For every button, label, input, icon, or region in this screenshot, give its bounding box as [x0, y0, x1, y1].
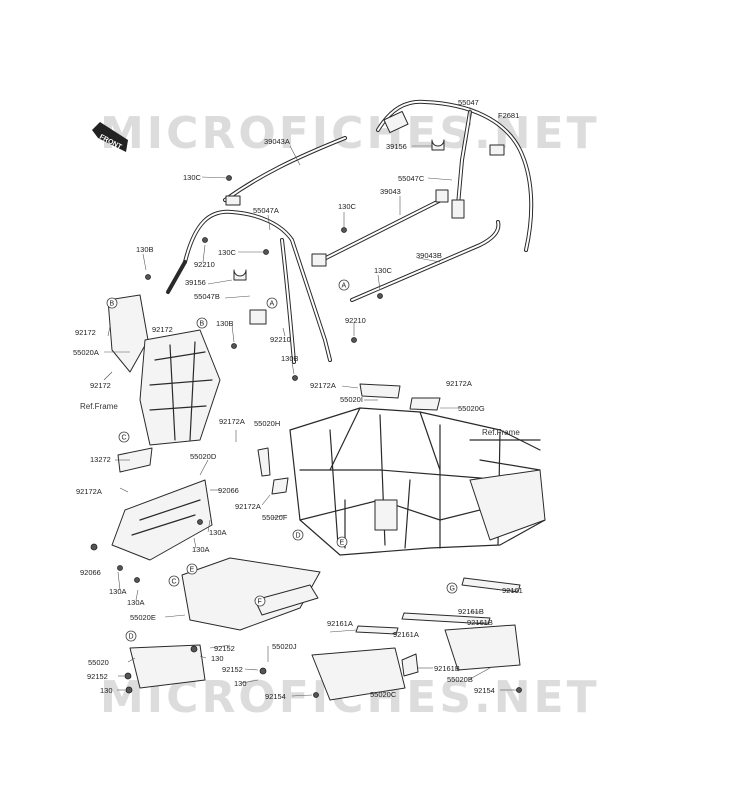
part-label: 92172A [446, 379, 472, 388]
part-label: 130 [234, 679, 247, 688]
part-label: 55020B [447, 675, 473, 684]
skid-plates [90, 479, 522, 701]
part-label: 55020A [73, 348, 99, 357]
callout-g-label: G [450, 586, 455, 593]
part-label: 130C [338, 202, 357, 211]
part-label: 130 [100, 686, 113, 695]
callout-c-1 [118, 431, 130, 443]
part-label: 39156 [185, 278, 206, 287]
part-label: 55020C [370, 690, 397, 699]
part-label: 55020D [190, 452, 217, 461]
part-label: 39043B [416, 251, 442, 260]
part-label: 130C [183, 173, 202, 182]
main-frame [257, 383, 546, 556]
part-label: 130C [374, 266, 393, 275]
part-label: 92210 [345, 316, 366, 325]
leader-lines [103, 107, 516, 697]
part-label: 92172 [75, 328, 96, 337]
callout-b-1 [106, 297, 118, 309]
callout-e-2 [186, 563, 198, 575]
part-label: 13272 [90, 455, 111, 464]
part-label: 55047 [458, 98, 479, 107]
watermark-top: MICROFICHES.NET [100, 108, 600, 159]
part-labels: 55047 39043A 39156 130C 55047C 55047A 13… [73, 98, 523, 701]
callout-a-1 [338, 279, 350, 291]
part-label: 55020F [262, 513, 288, 522]
part-label: 55020E [130, 613, 156, 622]
part-label: 92152 [214, 644, 235, 653]
part-label: 130A [127, 598, 145, 607]
part-label: 92066 [80, 568, 101, 577]
part-label: 39043A [264, 137, 290, 146]
part-label: 92161A [393, 630, 419, 639]
callout-b-2 [196, 317, 208, 329]
part-label: 130B [216, 319, 234, 328]
callout-c-2-label: C [172, 579, 177, 586]
ref-frame-left: Ref.Frame [80, 402, 118, 411]
part-label: 92172 [90, 381, 111, 390]
callout-b-1-label: B [110, 301, 115, 308]
part-label: 55020 [88, 658, 109, 667]
part-label: 130B [281, 354, 299, 363]
part-label: 55020J [272, 642, 297, 651]
part-label: 55047C [398, 174, 425, 183]
callout-d-2-label: D [129, 634, 134, 641]
part-label: 130 [211, 654, 224, 663]
callout-f-label: F [258, 599, 262, 606]
part-label: 130A [209, 528, 227, 537]
part-label: 92161B [458, 607, 484, 616]
callout-d-2 [125, 630, 137, 642]
callout-f [254, 595, 266, 607]
part-label: 92161B [467, 618, 493, 627]
callout-d-1 [292, 529, 304, 541]
part-label: 130A [109, 587, 127, 596]
part-label: 92172A [235, 502, 261, 511]
callout-b-2-label: B [200, 321, 205, 328]
callout-a-2-label: A [270, 301, 275, 308]
part-label: 92210 [194, 260, 215, 269]
part-label: 92154 [265, 692, 286, 701]
part-label: 92172A [219, 417, 245, 426]
part-label: 55047B [194, 292, 220, 301]
part-label: 92172A [76, 487, 102, 496]
part-label: 92154 [474, 686, 495, 695]
part-label: 130C [218, 248, 237, 257]
callout-d-1-label: D [296, 533, 301, 540]
front-assembly [107, 294, 221, 473]
part-label: 92066 [218, 486, 239, 495]
roll-cage [145, 99, 534, 381]
part-label: 55020G [458, 404, 485, 413]
part-label: 92172 [152, 325, 173, 334]
part-label: 92152 [222, 665, 243, 674]
part-label: 92161 [502, 586, 523, 595]
callout-e-2-label: E [190, 567, 195, 574]
part-label: 92172A [310, 381, 336, 390]
part-label: 130A [192, 545, 210, 554]
part-label: 39043 [380, 187, 401, 196]
figure-code: F2681 [498, 111, 519, 120]
callout-a-1-label: A [342, 283, 347, 290]
part-label: 92210 [270, 335, 291, 344]
part-label: 55020H [254, 419, 280, 428]
part-label: 92161A [327, 619, 353, 628]
callout-c-2 [168, 575, 180, 587]
callout-circles: A A B B C C D D E E F G [106, 279, 458, 642]
ref-frame-right: Ref.Frame [482, 428, 520, 437]
callout-e-1-label: E [340, 540, 345, 547]
part-label: 92161B [434, 664, 460, 673]
part-label: 39156 [386, 142, 407, 151]
part-label: 92152 [87, 672, 108, 681]
part-label: 130B [136, 245, 154, 254]
callout-g [446, 582, 458, 594]
callout-a-2 [266, 297, 278, 309]
callout-c-1-label: C [122, 435, 127, 442]
part-label: 55020I [340, 395, 363, 404]
callout-e-1 [336, 536, 348, 548]
part-label: 55047A [253, 206, 279, 215]
